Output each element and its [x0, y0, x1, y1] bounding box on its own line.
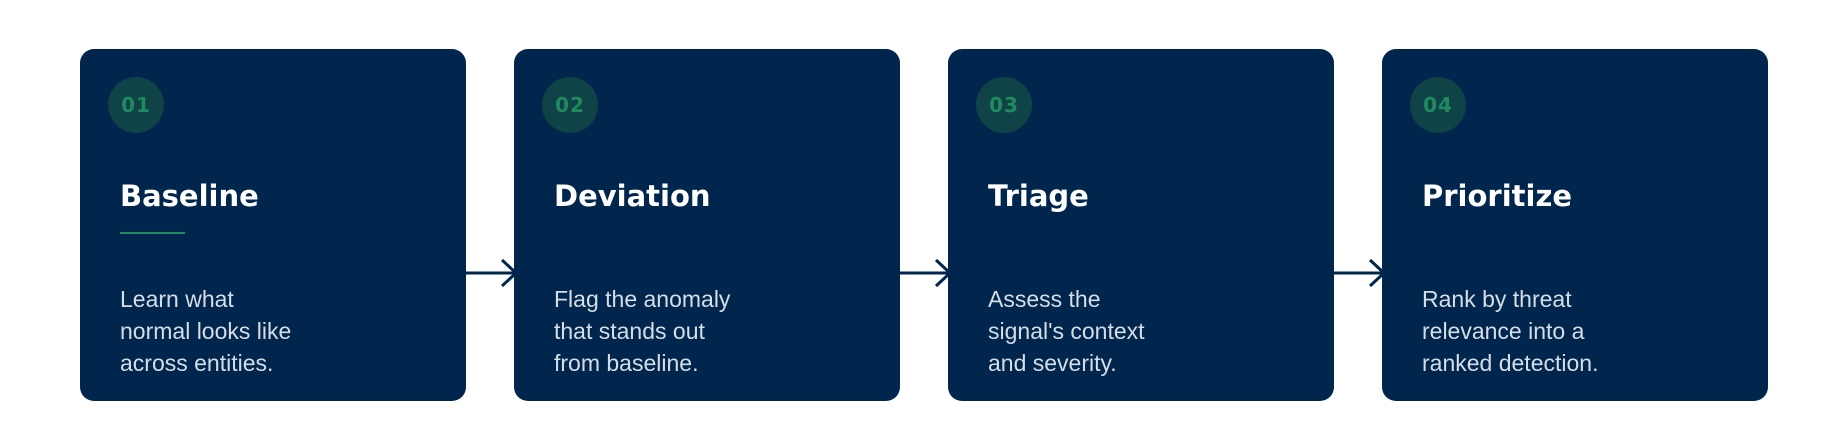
step-card-3: 03 Triage Assess the signal's context an… [948, 49, 1334, 401]
step-card-2: 02 Deviation Flag the anomaly that stand… [514, 49, 900, 401]
step-number-badge: 01 [108, 77, 164, 133]
active-step-underline [120, 232, 185, 234]
step-card-4: 04 Prioritize Rank by threat relevance i… [1382, 49, 1768, 401]
arrow-right-icon [900, 258, 953, 288]
step-title: Prioritize [1422, 179, 1573, 213]
step-description: Flag the anomaly that stands out from ba… [554, 286, 731, 376]
arrow-right-icon [466, 258, 519, 288]
step-description: Learn what normal looks like across enti… [120, 286, 292, 376]
step-title: Baseline [120, 179, 259, 213]
step-description: Assess the signal's context and severity… [988, 286, 1145, 376]
step-number-badge: 02 [542, 77, 598, 133]
step-number-badge: 04 [1410, 77, 1466, 133]
step-title: Triage [988, 179, 1089, 213]
step-card-1: 01 Baseline Learn what normal looks like… [80, 49, 466, 401]
step-number-badge: 03 [976, 77, 1032, 133]
step-title: Deviation [554, 179, 711, 213]
step-description: Rank by threat relevance into a ranked d… [1422, 286, 1599, 376]
arrow-right-icon [1334, 258, 1387, 288]
